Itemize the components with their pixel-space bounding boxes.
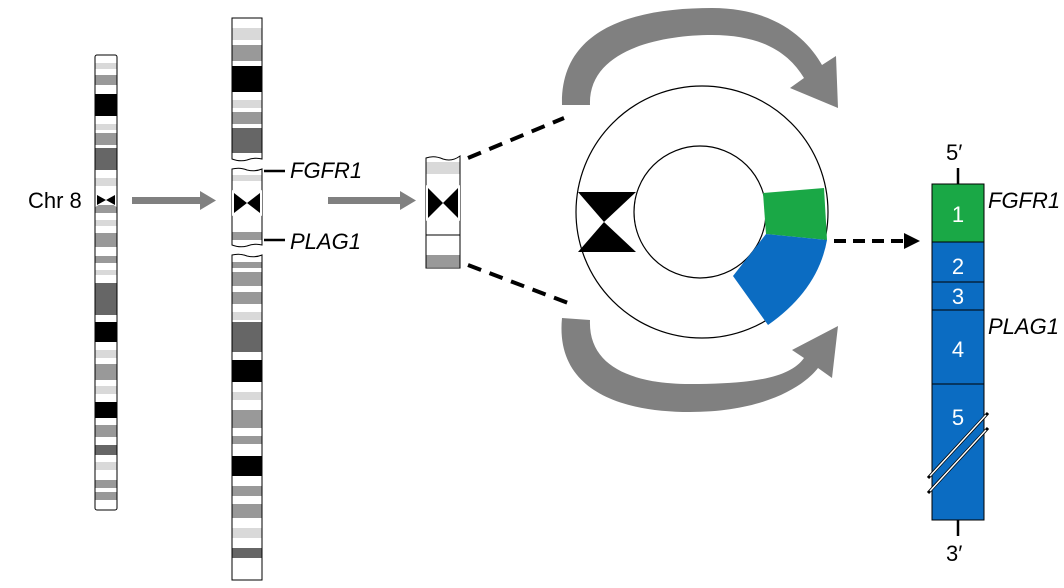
fusion-arrowhead xyxy=(904,233,920,249)
fusion-segment-number-5: 5 xyxy=(952,405,964,430)
fusion-segment-number-1: 1 xyxy=(952,202,964,227)
chromosome-8-ideogram xyxy=(94,54,118,511)
fgfr1-locus-label: FGFR1 xyxy=(290,158,362,183)
fusion-segment-number-3: 3 xyxy=(952,284,964,309)
arrow-to-breaks xyxy=(132,191,216,210)
chromosome-label: Chr 8 xyxy=(28,188,82,213)
zoom-line-bottom xyxy=(467,263,569,305)
three-prime-label: 3′ xyxy=(946,541,962,566)
fusion-fgfr1-label: FGFR1 xyxy=(988,188,1060,213)
rotation-arrow-top xyxy=(561,8,838,108)
ring-chromosome xyxy=(575,85,829,339)
fusion-segments: 1 2 3 4 5 xyxy=(931,183,985,521)
arrow-to-fragment xyxy=(328,191,416,210)
fusion-segment-number-4: 4 xyxy=(952,337,964,362)
fusion-plag1-label: PLAG1 xyxy=(988,314,1059,339)
fusion-gene: 5′ 1 2 3 4 5 3′ xyxy=(926,140,990,566)
zoom-line-top xyxy=(467,116,565,160)
fusion-segment-2 xyxy=(931,241,985,283)
fusion-segment-number-2: 2 xyxy=(952,254,964,279)
plag1-locus-label: PLAG1 xyxy=(290,229,361,254)
fusion-segment-1 xyxy=(931,183,985,243)
rotation-arrow-bottom xyxy=(561,318,838,412)
five-prime-label: 5′ xyxy=(946,140,962,165)
chromosome-8-broken xyxy=(230,17,285,581)
excised-fragment xyxy=(425,155,461,269)
fusion-segment-3 xyxy=(931,281,985,311)
